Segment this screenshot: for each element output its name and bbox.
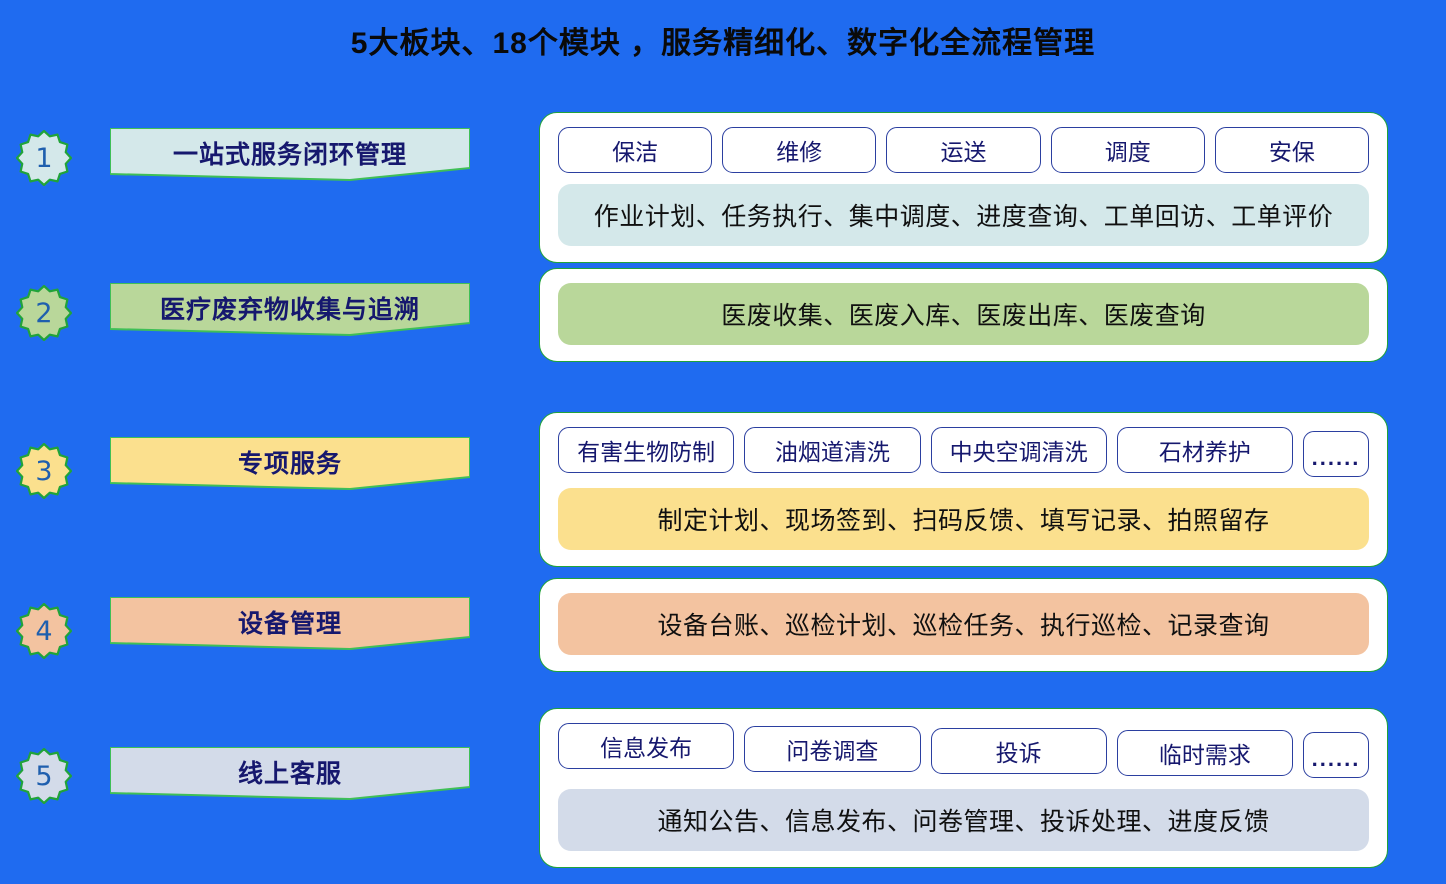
row-content-card: 保洁维修运送调度安保作业计划、任务执行、集中调度、进度查询、工单回访、工单评价 [539, 112, 1388, 263]
module-chip-list: 信息发布问卷调查投诉临时需求...... [558, 723, 1369, 778]
module-chip[interactable]: 石材养护 [1116, 427, 1293, 473]
row-number-text: 1 [35, 142, 53, 174]
module-chip[interactable]: 调度 [1050, 127, 1205, 173]
row-number-badge: 1 [16, 130, 72, 186]
module-detail-bar: 通知公告、信息发布、问卷管理、投诉处理、进度反馈 [558, 789, 1369, 851]
row-number-badge: 3 [16, 443, 72, 499]
row-content-card: 医废收集、医废入库、医废出库、医废查询 [539, 268, 1388, 362]
row-number-text: 3 [35, 455, 53, 487]
banner-shape [110, 597, 470, 653]
module-chip[interactable]: 安保 [1214, 127, 1370, 173]
row-number-text: 4 [35, 615, 53, 647]
module-detail-bar: 作业计划、任务执行、集中调度、进度查询、工单回访、工单评价 [558, 184, 1369, 246]
banner-shape [110, 283, 470, 339]
row-label-banner: 线上客服 [110, 747, 470, 803]
row-number-badge: 4 [16, 603, 72, 659]
row-content-card: 信息发布问卷调查投诉临时需求...... 通知公告、信息发布、问卷管理、投诉处理、… [539, 708, 1388, 868]
row-label-banner: 一站式服务闭环管理 [110, 128, 470, 184]
module-chip[interactable]: 投诉 [930, 728, 1107, 774]
row-label-text: 设备管理 [237, 610, 342, 638]
banner-shape [110, 437, 470, 493]
module-chip[interactable]: 维修 [722, 127, 877, 173]
more-modules-chip[interactable]: ...... [1303, 732, 1369, 778]
module-chip-list: 保洁维修运送调度安保 [558, 127, 1370, 173]
row-content-card: 设备台账、巡检计划、巡检任务、执行巡检、记录查询 [539, 578, 1388, 672]
module-chip[interactable]: 临时需求 [1116, 730, 1293, 776]
row-label-text: 线上客服 [237, 760, 342, 788]
row-label-text: 专项服务 [237, 450, 342, 478]
banner-shape [110, 747, 470, 803]
row-number-badge: 2 [16, 285, 72, 341]
module-chip[interactable]: 运送 [886, 127, 1041, 173]
module-detail-bar: 制定计划、现场签到、扫码反馈、填写记录、拍照留存 [558, 488, 1369, 550]
row-number-text: 5 [35, 760, 53, 792]
more-modules-chip[interactable]: ...... [1303, 431, 1369, 477]
row-label-banner: 医疗废弃物收集与追溯 [110, 283, 470, 339]
row-label-text: 医疗废弃物收集与追溯 [159, 296, 420, 324]
row-number-badge: 5 [16, 748, 72, 804]
row-label-text: 一站式服务闭环管理 [172, 141, 407, 169]
row-label-banner: 专项服务 [110, 437, 470, 493]
row-label-banner: 设备管理 [110, 597, 470, 653]
row-content-card: 有害生物防制油烟道清洗中央空调清洗石材养护...... 制定计划、现场签到、扫码反… [539, 412, 1388, 567]
module-chip[interactable]: 油烟道清洗 [744, 427, 921, 473]
banner-shape [110, 128, 470, 184]
module-detail-bar: 设备台账、巡检计划、巡检任务、执行巡检、记录查询 [558, 593, 1369, 655]
module-chip-list: 有害生物防制油烟道清洗中央空调清洗石材养护...... [558, 427, 1369, 477]
module-chip[interactable]: 有害生物防制 [558, 427, 735, 473]
module-chip[interactable]: 信息发布 [558, 723, 735, 769]
page-title: 5大板块、18个模块 ，服务精细化、数字化全流程管理 [350, 27, 1096, 60]
module-chip[interactable]: 问卷调查 [744, 726, 921, 772]
module-chip[interactable]: 保洁 [558, 127, 713, 173]
module-chip[interactable]: 中央空调清洗 [930, 427, 1107, 473]
row-number-text: 2 [35, 297, 53, 329]
module-detail-bar: 医废收集、医废入库、医废出库、医废查询 [558, 283, 1369, 345]
